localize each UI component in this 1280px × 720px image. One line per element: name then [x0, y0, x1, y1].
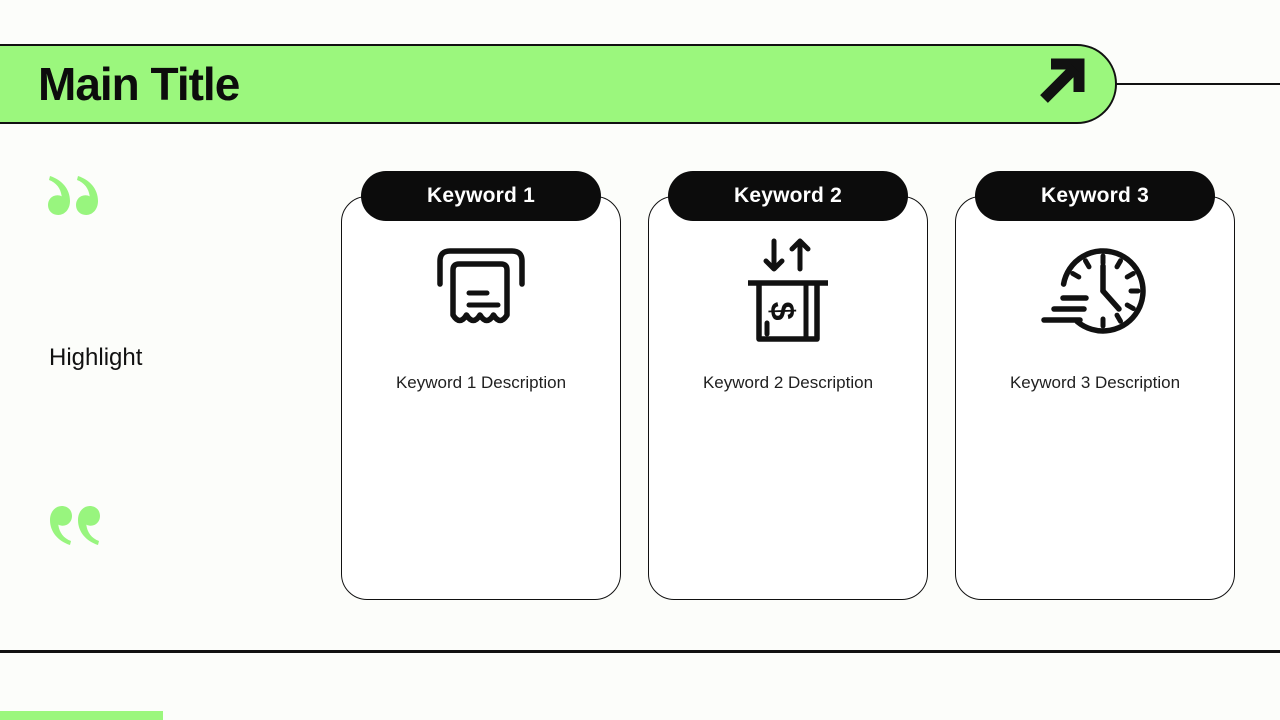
card-title-pill: Keyword 1: [361, 171, 601, 221]
fast-clock-icon: [956, 235, 1234, 347]
card-title-pill: Keyword 3: [975, 171, 1215, 221]
card-title-pill: Keyword 2: [668, 171, 908, 221]
cash-deposit-icon: $: [649, 235, 927, 347]
page-title: Main Title: [38, 58, 240, 110]
open-quote-icon: [48, 175, 100, 217]
card-keyword-3: Keyword 3: [955, 171, 1235, 600]
footer-accent-bar: [0, 711, 163, 720]
close-quote-icon: [48, 504, 100, 546]
card-description: Keyword 2 Description: [702, 373, 874, 392]
card-description: Keyword 3 Description: [1009, 373, 1181, 392]
header-bar: Main Title: [0, 44, 1117, 124]
footer-rule: [0, 650, 1280, 653]
svg-text:$: $: [763, 301, 802, 321]
card-description: Keyword 1 Description: [395, 373, 567, 392]
arrow-up-right-icon: [1037, 58, 1085, 111]
header-rule: [1115, 83, 1280, 85]
card-keyword-2: Keyword 2 $ Keyword 2 Description: [648, 171, 928, 600]
card-keyword-1: Keyword 1 Keyword 1 Description: [341, 171, 621, 600]
receipt-printer-icon: [342, 235, 620, 347]
highlight-label: Highlight: [49, 344, 143, 371]
